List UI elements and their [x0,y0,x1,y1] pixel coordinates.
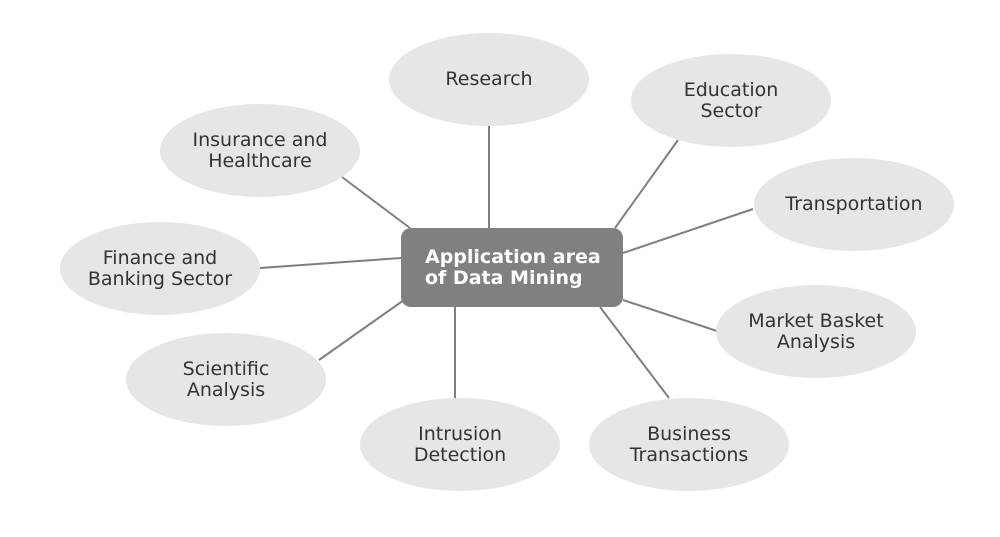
node-research[interactable]: Research [389,33,589,126]
node-market-basket-analysis[interactable]: Market Basket Analysis [716,285,916,378]
central-topic-line1: Application area [425,245,601,268]
node-transportation[interactable]: Transportation [754,158,954,251]
node-label-line1: Intrusion [418,422,502,445]
node-insurance-healthcare[interactable]: Insurance and Healthcare [160,104,360,197]
link-insurance [341,176,411,229]
node-label-line2: Healthcare [208,149,312,172]
node-label: Research [445,68,533,90]
link-business [599,306,670,399]
node-label-line1: Scientific [182,357,270,380]
node-label-line2: Analysis [186,378,266,401]
node-intrusion-detection[interactable]: Intrusion Detection [360,398,560,491]
node-business-transactions[interactable]: Business Transactions [589,398,789,491]
link-scientific [318,299,405,361]
node-education-sector[interactable]: Education Sector [631,54,831,147]
node-finance-banking[interactable]: Finance and Banking Sector [60,222,260,315]
node-label-line1: Education [683,78,779,101]
node-scientific-analysis[interactable]: Scientific Analysis [126,333,326,426]
link-education [614,139,679,229]
node-label-line1: Insurance and [192,128,328,151]
node-label-line2: Detection [413,443,507,466]
node-label-line1: Market Basket [748,309,884,332]
link-finance [259,257,402,269]
central-topic-line2: of Data Mining [425,266,583,289]
link-market-basket [622,299,718,332]
node-label-line2: Analysis [776,330,856,353]
node-label-line2: Sector [700,99,762,122]
node-label-line2: Banking Sector [87,267,233,290]
node-label-line2: Transactions [629,443,749,466]
node-label-line1: Finance and [102,246,218,269]
node-label: Transportation [785,193,923,215]
node-label-line1: Business [647,422,731,445]
link-transportation [622,208,754,254]
central-topic[interactable]: Application area of Data Mining [401,228,623,307]
